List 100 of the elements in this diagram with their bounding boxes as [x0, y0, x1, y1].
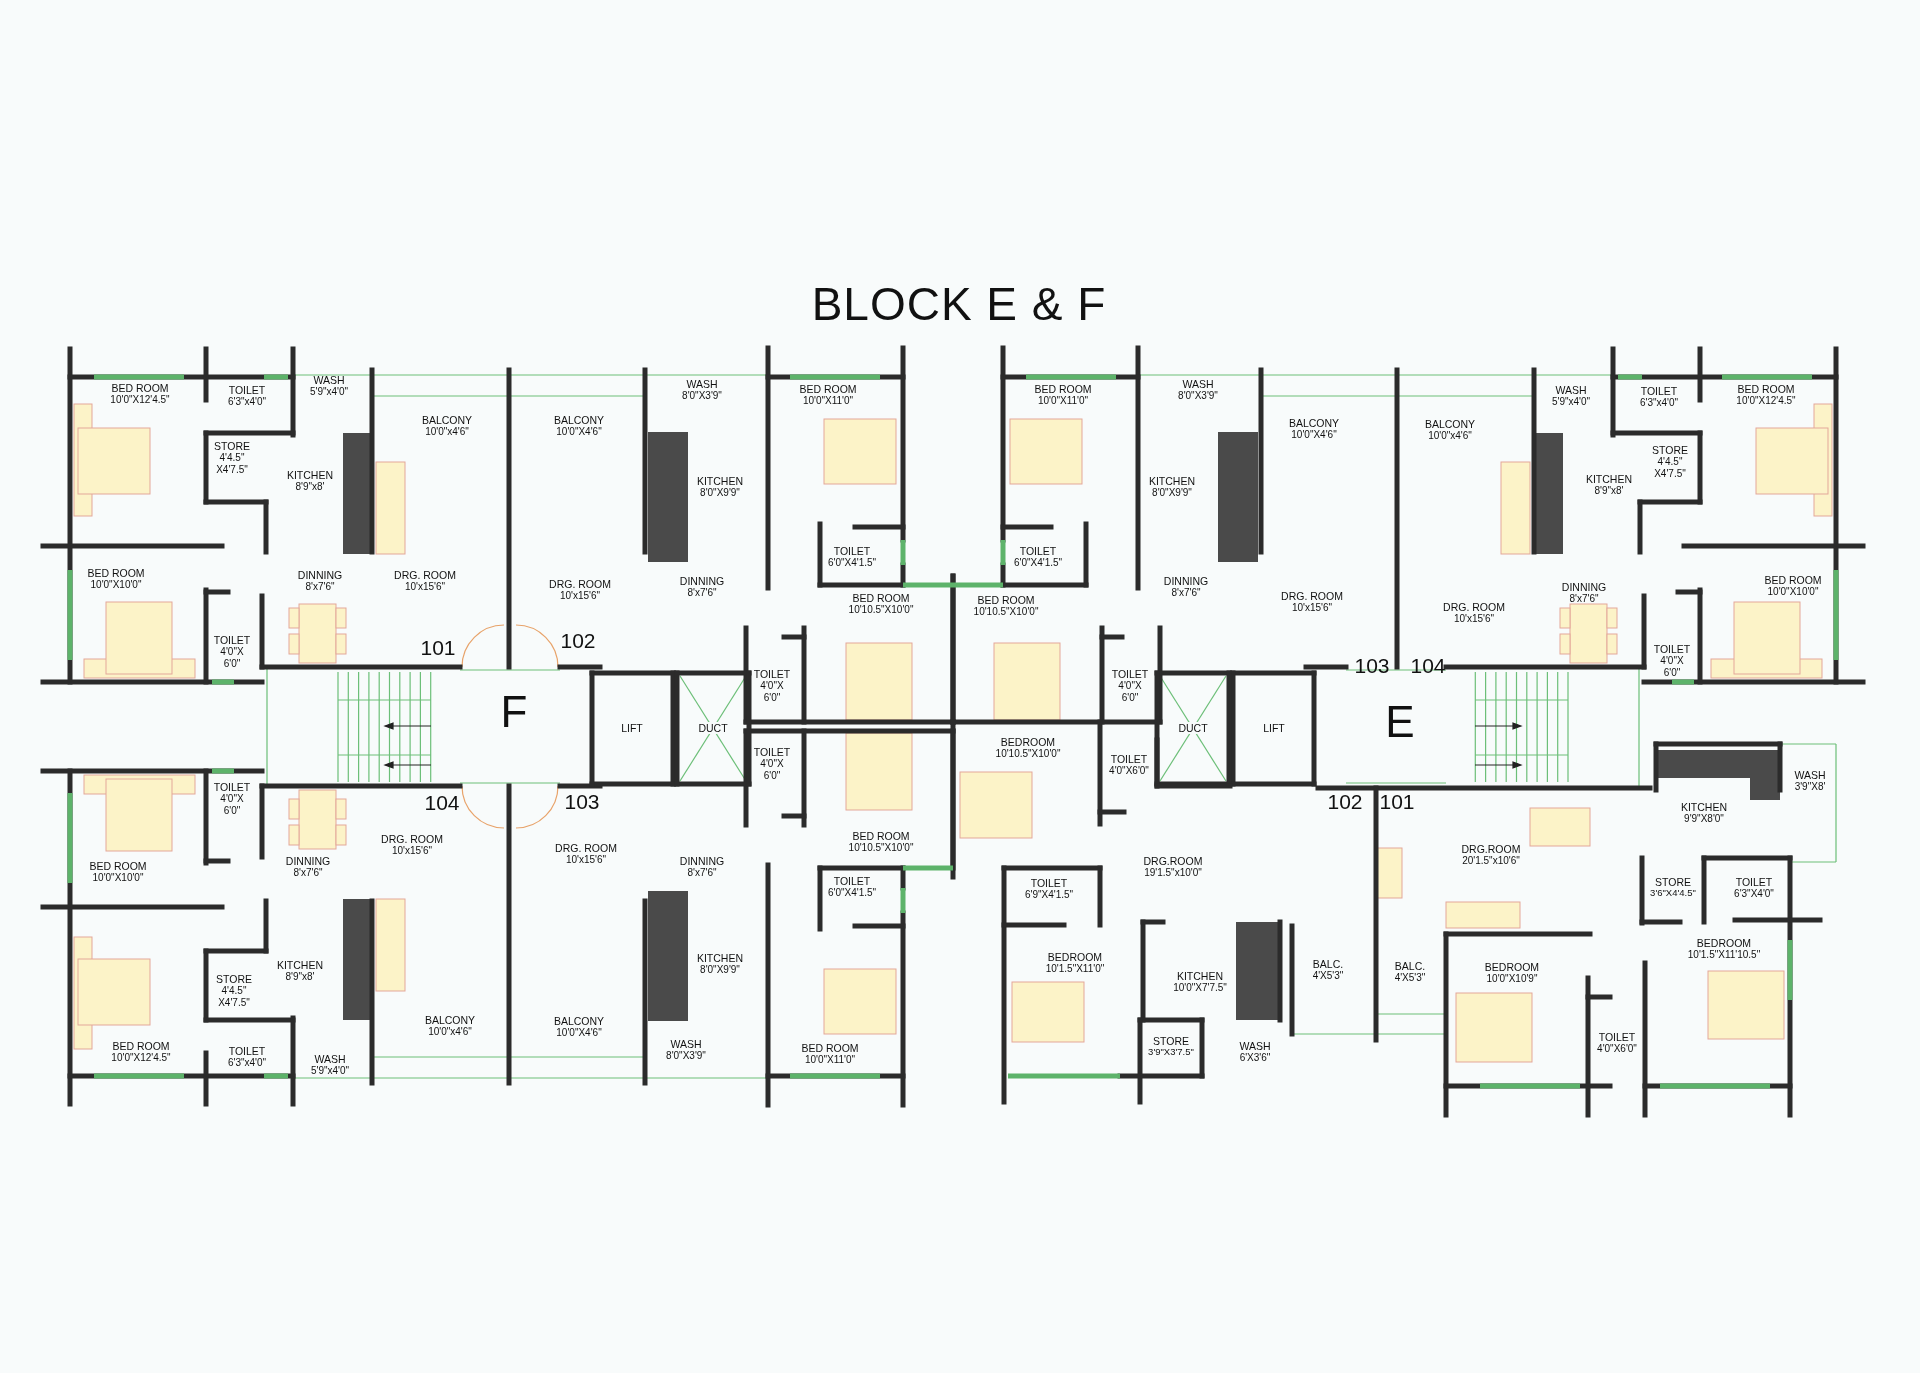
dimension-label: 8'9"x8'	[295, 481, 325, 493]
room-label: DRG.ROOM	[1461, 842, 1521, 856]
dimension-label: 6'0"X4'1.5"	[1013, 557, 1063, 569]
room-label: BALC.	[1394, 959, 1426, 973]
dimension-label: 4'0"X 6'0"	[759, 680, 785, 703]
dimension-label: 8'x7'6"	[305, 581, 335, 593]
room-label: WASH	[686, 377, 718, 391]
dimension-label: 4'0"X 6'0"	[1659, 655, 1685, 678]
room-label: BED ROOM	[1034, 382, 1092, 396]
dimension-label: 20'1.5"x10'6"	[1462, 855, 1520, 867]
room-label: BED ROOM	[112, 1039, 170, 1053]
dimension-label: 8'x7'6"	[1171, 587, 1201, 599]
dimension-label: 10'0"x4'6"	[428, 1026, 472, 1038]
dimension-label: 6'0"X4'1.5"	[827, 887, 877, 899]
dimension-label: 6'3"x4'0"	[227, 396, 267, 408]
dimension-label: 10'10.5"X10'0"	[995, 748, 1061, 760]
dimension-label: 10'10.5"X10'0"	[848, 604, 914, 616]
dimension-label: 10'0"X12'4.5"	[111, 1052, 171, 1064]
dimension-label: 10'x15'6"	[1291, 602, 1333, 614]
room-label: BALCONY	[1288, 416, 1340, 430]
dimension-label: 10'0"X11'0"	[802, 395, 854, 407]
dimension-label: 10'0"X4'6"	[556, 1027, 602, 1039]
dimension-label: 5'9"x4'0"	[1551, 396, 1591, 408]
room-label: DINNING	[679, 854, 725, 868]
dimension-label: 10'x15'6"	[565, 854, 607, 866]
dimension-label: 6'X3'6"	[1239, 1052, 1271, 1064]
room-label: TOILET	[833, 874, 871, 888]
block-letter: E	[1385, 696, 1415, 748]
room-label: BED ROOM	[111, 381, 169, 395]
dimension-label: 9'9"X8'0"	[1684, 813, 1724, 825]
dimension-label: 8'9"x8'	[285, 971, 315, 983]
dimension-label: 8'x7'6"	[687, 587, 717, 599]
room-label: TOILET	[1640, 384, 1678, 398]
dimension-label: 10'1.5"X11'10.5"	[1687, 949, 1761, 961]
dimension-label: 10'0"X10'0"	[1767, 586, 1819, 598]
dimension-label: 8'0"X3'9"	[666, 1050, 706, 1062]
unit-number: 104	[424, 790, 460, 816]
room-label: TOILET	[1110, 752, 1148, 766]
room-label: STORE	[1652, 443, 1688, 457]
room-label: DRG.ROOM	[1143, 854, 1203, 868]
room-label: BED ROOM	[977, 593, 1035, 607]
dimension-label: 4'0"X 6'0"	[219, 646, 245, 669]
dimension-label: 4'4.5" X4'7.5"	[1653, 456, 1687, 479]
room-label: TOILET	[753, 667, 791, 681]
room-label: TOILET	[1019, 544, 1057, 558]
dimension-label: 10'0"X7'7.5"	[1173, 982, 1227, 994]
dimension-label: 4'0"X 6'0"	[1117, 680, 1143, 703]
room-label: STORE	[1153, 1034, 1189, 1048]
unit-number: 102	[560, 628, 596, 654]
room-label: BEDROOM	[1696, 936, 1752, 950]
room-label: BEDROOM	[1000, 735, 1056, 749]
dimension-label: 8'0"X3'9"	[1178, 390, 1218, 402]
dimension-label: 10'1.5"X11'0"	[1045, 963, 1105, 975]
dimension-label: 8'0"X9'9"	[700, 964, 740, 976]
room-label: BALCONY	[553, 413, 605, 427]
room-label: DINNING	[1561, 580, 1607, 594]
room-label: STORE	[1655, 875, 1691, 889]
room-label: TOILET	[228, 383, 266, 397]
room-label: TOILET	[1598, 1030, 1636, 1044]
dimension-label: 10'x15'6"	[391, 845, 433, 857]
room-label: KITCHEN	[696, 951, 744, 965]
room-label: BALCONY	[421, 413, 473, 427]
room-label: STORE	[216, 972, 252, 986]
room-label: WASH	[670, 1037, 702, 1051]
dimension-label: 4'4.5" X4'7.5"	[215, 452, 249, 475]
unit-number: 103	[1354, 653, 1390, 679]
dimension-label: 10'x15'6"	[404, 581, 446, 593]
dimension-label: 10'0"X10'9"	[1486, 973, 1538, 985]
room-label: WASH	[1182, 377, 1214, 391]
room-label: DRG. ROOM	[394, 568, 456, 582]
dimension-label: 10'0"X10'0"	[90, 579, 142, 591]
dimension-label: 8'9"x8'	[1594, 485, 1624, 497]
dimension-label: 10'0"X4'6"	[556, 426, 602, 438]
room-label: WASH	[314, 1052, 346, 1066]
dimension-label: 8'x7'6"	[1569, 593, 1599, 605]
room-label: DRG. ROOM	[1443, 600, 1505, 614]
dimension-label: 10'x15'6"	[559, 590, 601, 602]
room-label: DRG. ROOM	[549, 577, 611, 591]
room-label: DRG. ROOM	[381, 832, 443, 846]
dimension-label: 3'6"X4'4.5"	[1650, 888, 1696, 899]
room-label: WASH	[313, 373, 345, 387]
dimension-label: 10'10.5"X10'0"	[848, 842, 914, 854]
room-label: LIFT	[620, 721, 644, 735]
room-label: DUCT	[1177, 721, 1209, 735]
dimension-label: 19'1.5"x10'0"	[1144, 867, 1202, 879]
dimension-label: 6'0"X4'1.5"	[827, 557, 877, 569]
room-label: LIFT	[1262, 721, 1286, 735]
dimension-label: 3'9"X3'7.5"	[1148, 1047, 1194, 1058]
dimension-label: 10'0"X11'0"	[804, 1054, 856, 1066]
room-label: TOILET	[1030, 876, 1068, 890]
room-label: BED ROOM	[89, 859, 147, 873]
dimension-label: 10'0"X11'0"	[1037, 395, 1089, 407]
room-label: BED ROOM	[1737, 382, 1795, 396]
room-label: STORE	[214, 439, 250, 453]
dimension-label: 4'X5'3"	[1312, 970, 1344, 982]
unit-number: 101	[1379, 789, 1415, 815]
dimension-label: 10'x15'6"	[1453, 613, 1495, 625]
room-label: DUCT	[697, 721, 729, 735]
room-label: DRG. ROOM	[555, 841, 617, 855]
block-letter: F	[500, 686, 528, 738]
